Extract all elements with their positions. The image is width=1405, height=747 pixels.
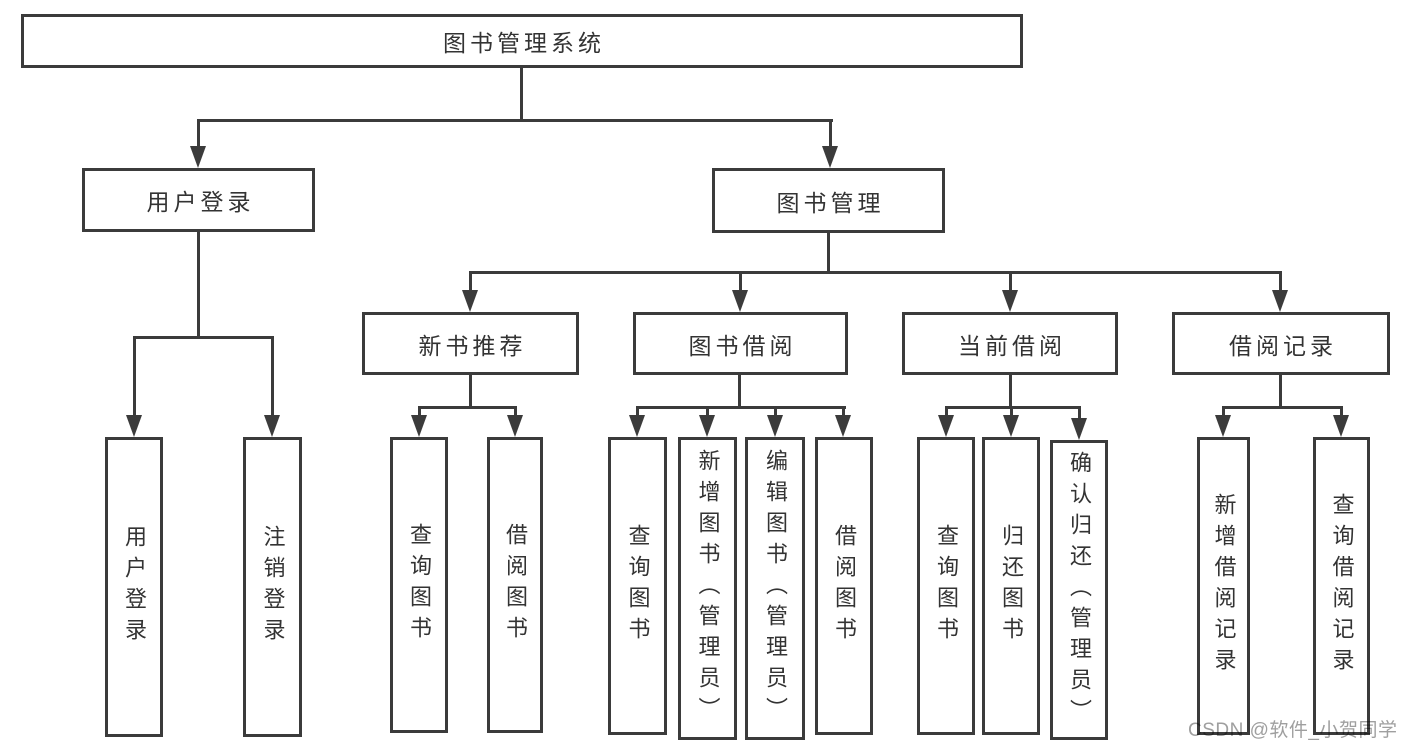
node-new-book-recommend: 新书推荐 <box>362 312 579 375</box>
leaf-borrow-books-recommend: 借阅图书 <box>487 437 543 733</box>
arrowhead-down <box>938 415 954 437</box>
leaf-add-book-admin: 新增图书（管理员） <box>678 437 737 740</box>
arrowhead-down <box>1071 418 1087 440</box>
arrowhead-down <box>190 146 206 168</box>
arrowhead-down <box>1333 415 1349 437</box>
connector-drop <box>842 406 845 417</box>
leaf-add-borrow-record: 新增借阅记录 <box>1197 437 1250 735</box>
arrowhead-down <box>1215 415 1231 437</box>
connector-drop <box>1222 406 1225 417</box>
connector-drop <box>1340 406 1343 417</box>
connector-drop <box>829 119 832 148</box>
node-book-management: 图书管理 <box>712 168 945 233</box>
arrowhead-down <box>507 415 523 437</box>
arrowhead-down <box>767 415 783 437</box>
connector-drop <box>271 336 274 417</box>
arrowhead-down <box>264 415 280 437</box>
csdn-watermark: CSDN @软件_小贺同学 <box>1188 720 1398 741</box>
connector-drop <box>706 406 709 417</box>
arrowhead-down <box>835 415 851 437</box>
connector-drop <box>469 271 472 292</box>
connector-borrowing-stem <box>738 375 741 408</box>
leaf-query-books-borrowing: 查询图书 <box>608 437 667 735</box>
connector-borrowing-rail <box>636 406 846 409</box>
arrowhead-down <box>411 415 427 437</box>
leaf-return-book: 归还图书 <box>982 437 1040 735</box>
connector-drop <box>1078 406 1081 420</box>
node-current-borrowing: 当前借阅 <box>902 312 1118 375</box>
node-user-login: 用户登录 <box>82 168 315 232</box>
connector-records-rail <box>1222 406 1343 409</box>
connector-drop <box>514 406 517 417</box>
connector-user-login-stem <box>197 232 200 338</box>
connector-drop <box>1010 406 1013 417</box>
arrowhead-down <box>126 415 142 437</box>
leaf-query-books-recommend: 查询图书 <box>390 437 448 733</box>
connector-records-stem <box>1279 375 1282 408</box>
arrowhead-down <box>462 290 478 312</box>
connector-drop <box>739 271 742 292</box>
arrowhead-down <box>1272 290 1288 312</box>
connector-root-stem <box>520 68 523 121</box>
connector-current-stem <box>1009 375 1012 408</box>
arrowhead-down <box>822 146 838 168</box>
node-book-borrowing: 图书借阅 <box>633 312 848 375</box>
connector-drop <box>636 406 639 417</box>
connector-drop <box>133 336 136 417</box>
arrowhead-down <box>1002 290 1018 312</box>
leaf-query-borrow-record: 查询借阅记录 <box>1313 437 1370 735</box>
connector-drop <box>418 406 421 417</box>
connector-user-login-rail <box>133 336 274 339</box>
arrowhead-down <box>629 415 645 437</box>
connector-book-mgmt-rail <box>469 271 1282 274</box>
connector-drop <box>197 119 200 148</box>
connector-recommend-rail <box>418 406 517 409</box>
leaf-borrow-books-borrowing: 借阅图书 <box>815 437 873 735</box>
node-borrowing-records: 借阅记录 <box>1172 312 1390 375</box>
connector-current-rail <box>945 406 1081 409</box>
arrowhead-down <box>1003 415 1019 437</box>
connector-drop <box>1009 271 1012 292</box>
leaf-confirm-return-admin: 确认归还（管理员） <box>1050 440 1108 740</box>
connector-book-mgmt-stem <box>827 233 830 273</box>
arrowhead-down <box>732 290 748 312</box>
leaf-user-login: 用户登录 <box>105 437 163 737</box>
connector-recommend-stem <box>469 375 472 408</box>
connector-drop <box>1279 271 1282 292</box>
arrowhead-down <box>699 415 715 437</box>
leaf-logout: 注销登录 <box>243 437 302 737</box>
leaf-query-books-current: 查询图书 <box>917 437 975 735</box>
node-library-system: 图书管理系统 <box>21 14 1023 68</box>
leaf-edit-book-admin: 编辑图书（管理员） <box>745 437 805 740</box>
connector-root-rail <box>197 119 833 122</box>
connector-drop <box>945 406 948 417</box>
connector-drop <box>774 406 777 417</box>
